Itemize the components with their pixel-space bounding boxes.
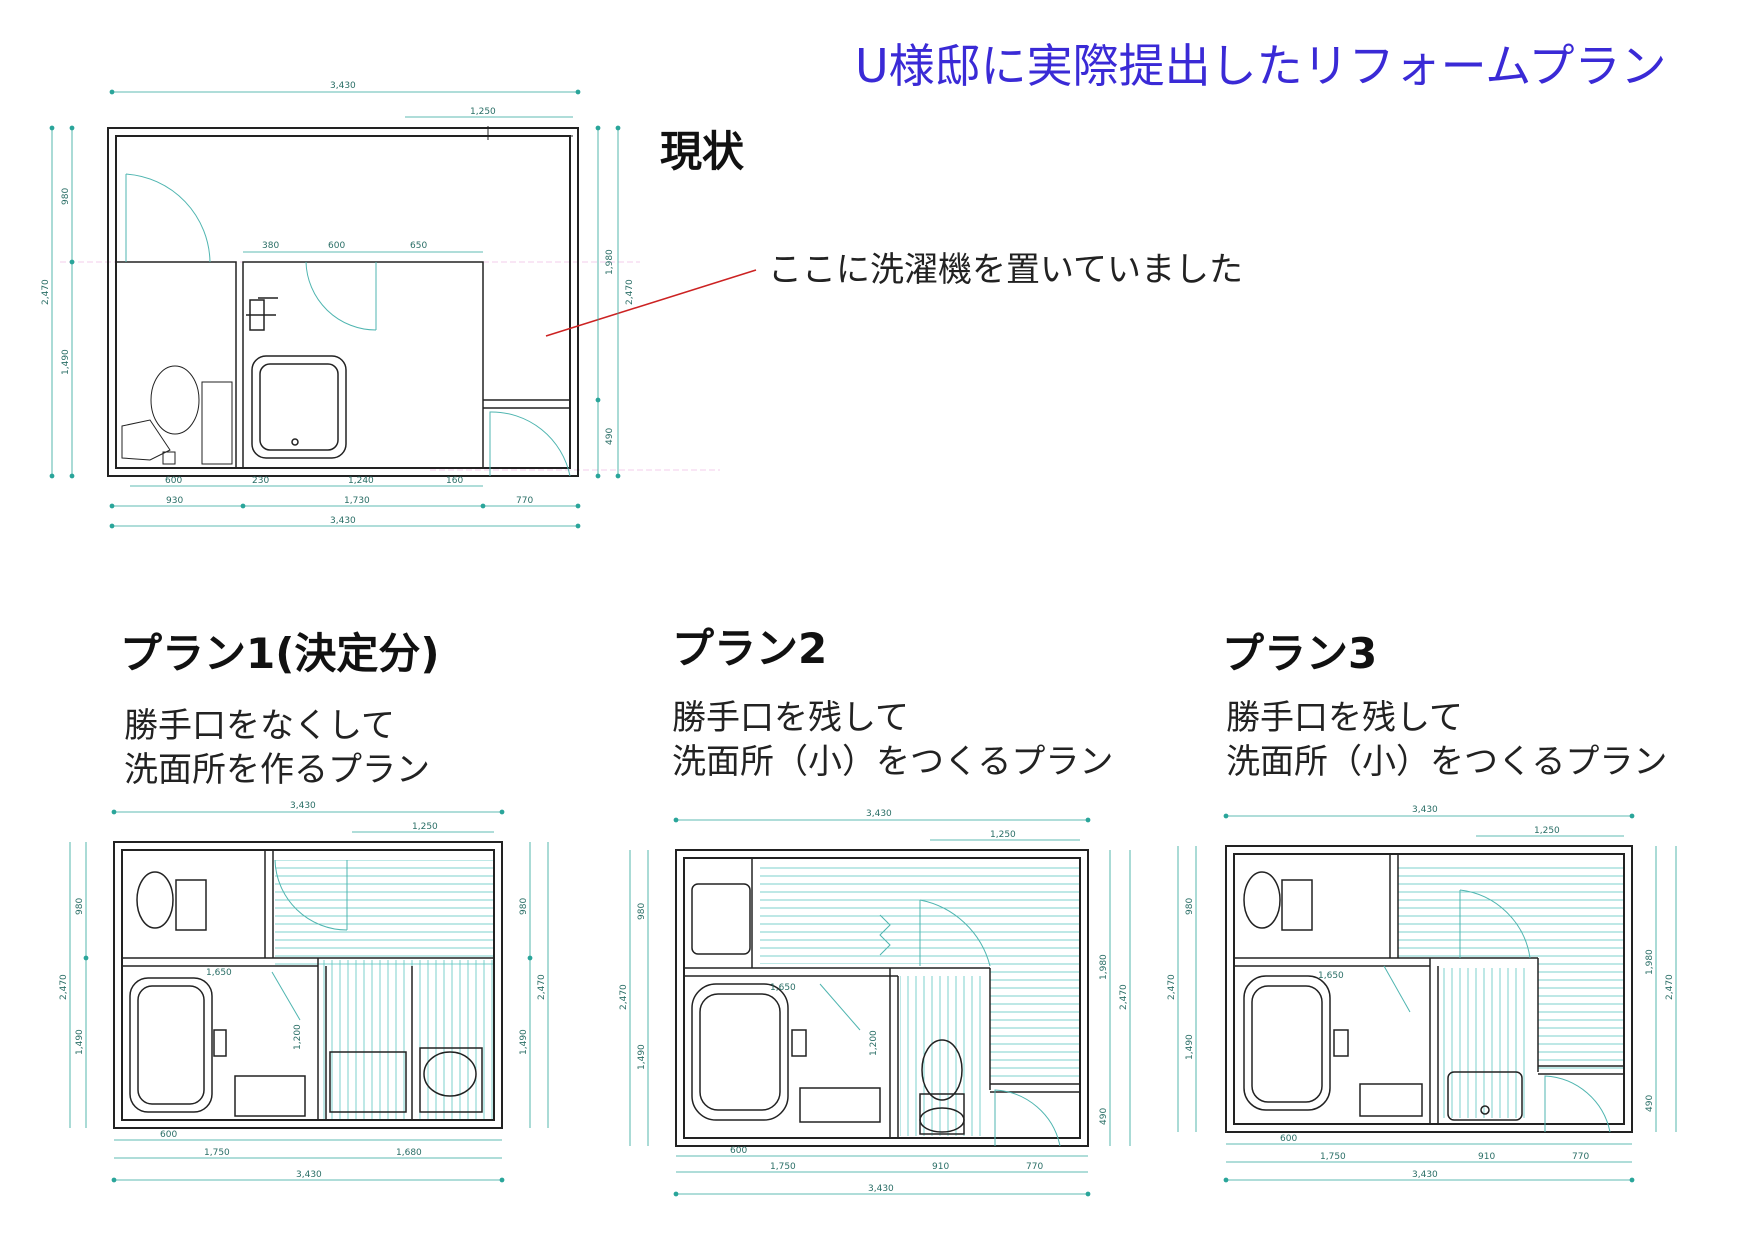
plan3-desc-line1: 勝手口を残して — [1226, 698, 1463, 738]
plan1-desc-line2: 洗面所を作るプラン — [124, 750, 430, 790]
plan2-drawing: 3,430 1,250 2,470 980 1,490 1,980 2,470 … — [619, 809, 1131, 1197]
page-title: U様邸に実際提出したリフォームプラン — [855, 39, 1667, 93]
washer-note: ここに洗濯機を置いていました — [768, 250, 1243, 290]
plan1-description: 勝手口をなくして 洗面所を作るプラン — [124, 704, 430, 792]
plan2-heading: プラン2 — [672, 624, 828, 673]
plan3-heading: プラン3 — [1222, 629, 1378, 678]
p2-dim-window: 1,250 — [990, 830, 1016, 840]
plan1-drawing: 3,430 1,250 2,470 980 1,490 980 2,470 1,… — [59, 801, 549, 1183]
p1-dim-left-upper: 980 — [75, 898, 85, 915]
p2-dim-left-lower: 1,490 — [637, 1044, 647, 1070]
plan1-desc-line1: 勝手口をなくして — [124, 706, 395, 746]
cur-dim-right-total: 2,470 — [625, 279, 635, 305]
p2-dim-left-total: 2,470 — [619, 984, 629, 1010]
p1-dim-bottom-a: 600 — [160, 1130, 177, 1140]
p2-dim-right-upper: 1,980 — [1099, 954, 1109, 980]
p1-dim-left-lower: 1,490 — [75, 1029, 85, 1055]
p3-dim-right-upper: 1,980 — [1645, 949, 1655, 975]
cur-dim-inner-a: 380 — [262, 241, 279, 251]
cur-dim-top-total: 3,430 — [330, 81, 356, 91]
p1-dim-bottom-c: 1,680 — [396, 1148, 422, 1158]
washer-leader-line — [545, 269, 757, 337]
cur-dim-left-total: 2,470 — [41, 279, 51, 305]
p3-dim-bottom-a: 600 — [1280, 1134, 1297, 1144]
p3-dim-right-total: 2,470 — [1665, 974, 1675, 1000]
plan2-desc-line1: 勝手口を残して — [672, 698, 909, 738]
p2-dim-bottom-total: 3,430 — [868, 1184, 894, 1194]
p2-dim-bottom-d: 770 — [1026, 1162, 1043, 1172]
cur-dim-bottom-b: 230 — [252, 476, 269, 486]
p2-dim-bottom-b: 1,750 — [770, 1162, 796, 1172]
p3-dim-left-lower: 1,490 — [1185, 1034, 1195, 1060]
p2-dim-bath-h: 1,200 — [869, 1030, 879, 1056]
p2-dim-right-lower: 490 — [1099, 1108, 1109, 1125]
current-heading: 現状 — [660, 127, 745, 176]
cur-dim-bottom-a: 600 — [165, 476, 182, 486]
p2-dim-bottom-c: 910 — [932, 1162, 949, 1172]
cur-dim-right-lower: 490 — [605, 428, 615, 445]
p1-dim-bath-w: 1,650 — [206, 968, 232, 978]
p3-dim-bottom-d: 770 — [1572, 1152, 1589, 1162]
current-plan: 3,430 1,250 2,470 980 1,490 1,980 2,470 … — [41, 81, 757, 529]
cur-dim-bottom-total: 3,430 — [330, 516, 356, 526]
p3-dim-bottom-c: 910 — [1478, 1152, 1495, 1162]
p3-dim-top-total: 3,430 — [1412, 805, 1438, 815]
p1-dim-right-total: 2,470 — [537, 974, 547, 1000]
p2-dim-left-upper: 980 — [637, 903, 647, 920]
cur-dim-left-upper: 980 — [61, 188, 71, 205]
p2-dim-bath-w: 1,650 — [770, 983, 796, 993]
cur-dim-inner-b: 600 — [328, 241, 345, 251]
p1-dim-bottom-b: 1,750 — [204, 1148, 230, 1158]
p2-dim-bottom-a: 600 — [730, 1146, 747, 1156]
p2-dim-right-total: 2,470 — [1119, 984, 1129, 1010]
p3-dim-bath-w: 1,650 — [1318, 971, 1344, 981]
p1-dim-bath-h: 1,200 — [293, 1024, 303, 1050]
p1-dim-window: 1,250 — [412, 822, 438, 832]
cur-dim-bottom-f: 1,730 — [344, 496, 370, 506]
plan2-desc-line2: 洗面所（小）をつくるプラン — [672, 742, 1114, 782]
p3-dim-bottom-total: 3,430 — [1412, 1170, 1438, 1180]
plan2-description: 勝手口を残して 洗面所（小）をつくるプラン — [672, 696, 1113, 784]
p3-dim-bottom-b: 1,750 — [1320, 1152, 1346, 1162]
plan3-description: 勝手口を残して 洗面所（小）をつくるプラン — [1226, 696, 1667, 784]
cur-dim-left-lower: 1,490 — [61, 349, 71, 375]
p3-dim-right-lower: 490 — [1645, 1095, 1655, 1112]
cur-dim-bottom-d: 160 — [446, 476, 463, 486]
p1-dim-top-total: 3,430 — [290, 801, 316, 811]
plan3-desc-line2: 洗面所（小）をつくるプラン — [1226, 742, 1668, 782]
cur-dim-inner-c: 650 — [410, 241, 427, 251]
p2-dim-top-total: 3,430 — [866, 809, 892, 819]
p3-dim-left-total: 2,470 — [1167, 974, 1177, 1000]
cur-dim-bottom-c: 1,240 — [348, 476, 374, 486]
p3-dim-left-upper: 980 — [1185, 898, 1195, 915]
plan1-heading: プラン1(決定分) — [120, 629, 440, 678]
p1-dim-right-upper: 980 — [519, 898, 529, 915]
p1-dim-bottom-total: 3,430 — [296, 1170, 322, 1180]
p1-dim-right-lower: 1,490 — [519, 1029, 529, 1055]
cur-dim-bottom-e: 930 — [166, 496, 183, 506]
plan3-drawing: 3,430 1,250 2,470 980 1,490 1,980 2,470 … — [1167, 805, 1677, 1183]
p1-dim-left-total: 2,470 — [59, 974, 69, 1000]
cur-dim-right-upper: 1,980 — [605, 249, 615, 275]
cur-dim-window: 1,250 — [470, 107, 496, 117]
cur-dim-bottom-g: 770 — [516, 496, 533, 506]
p3-dim-window: 1,250 — [1534, 826, 1560, 836]
